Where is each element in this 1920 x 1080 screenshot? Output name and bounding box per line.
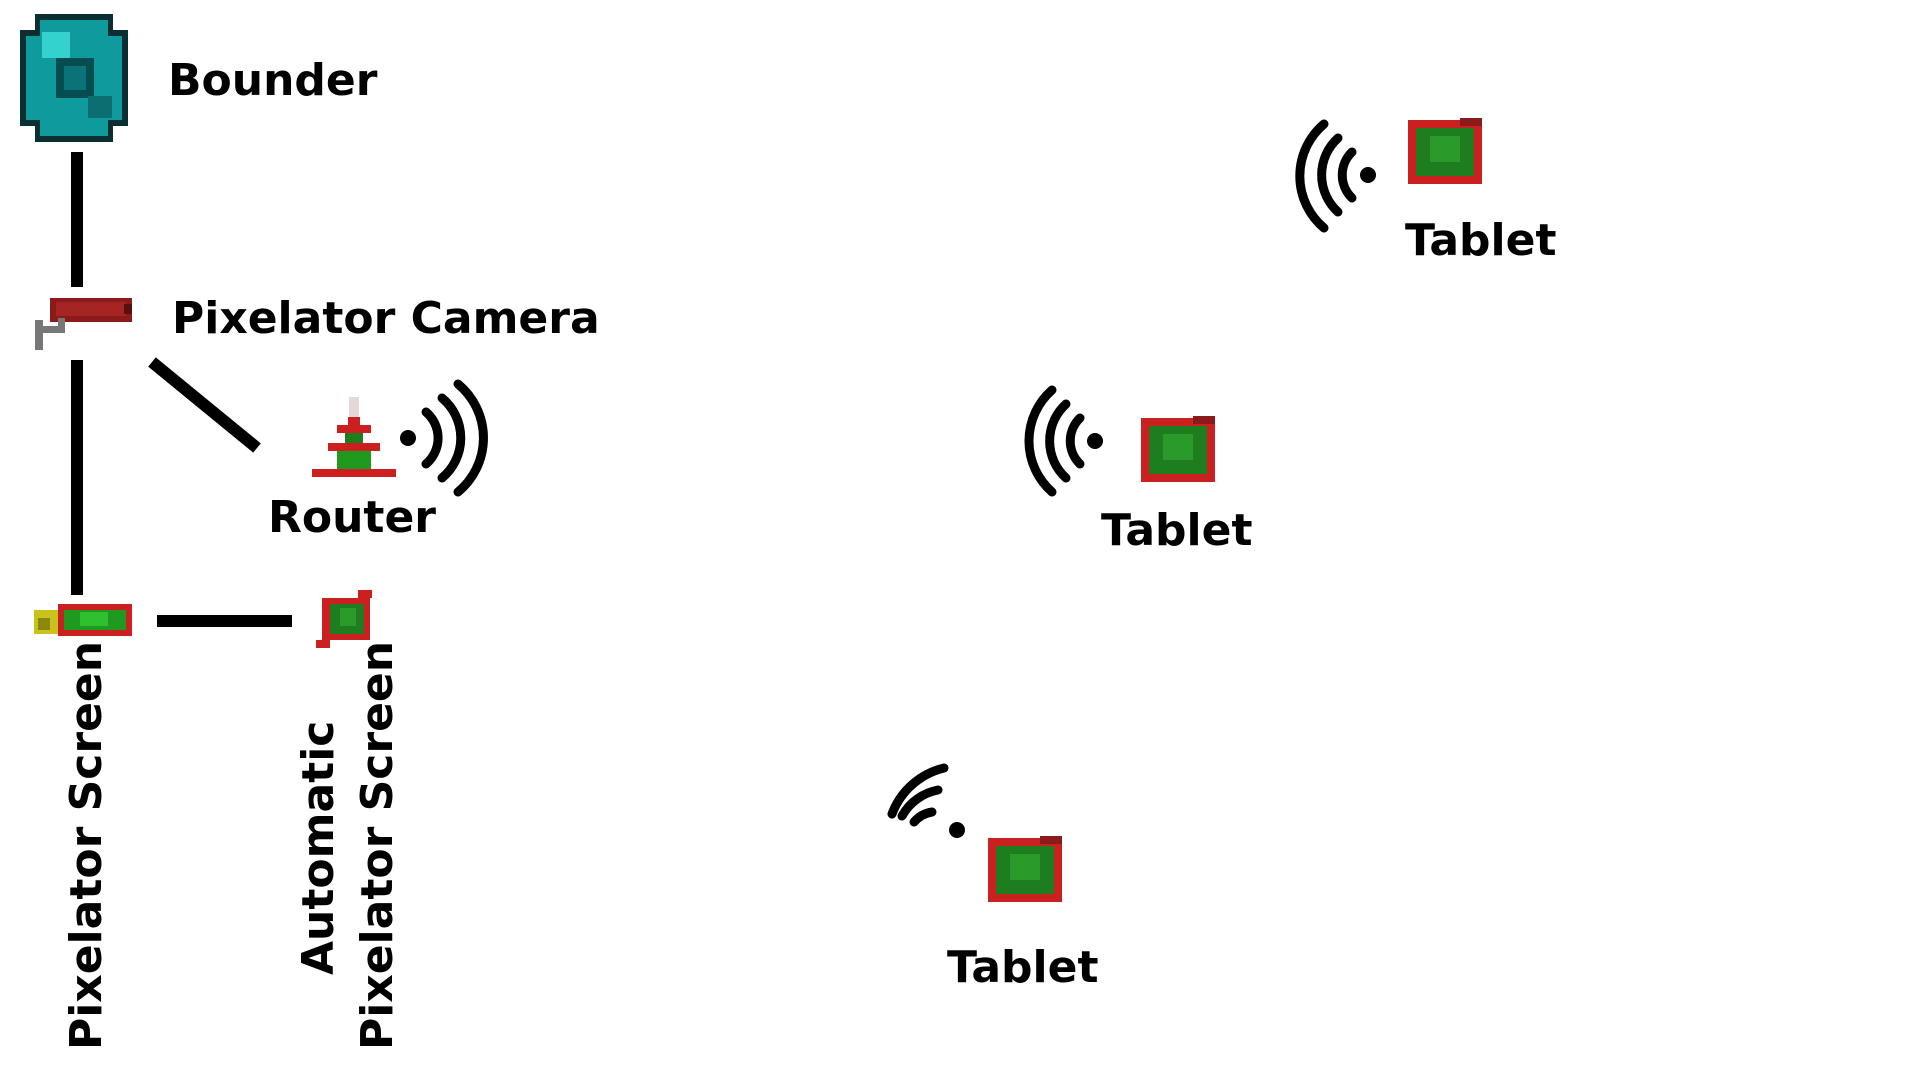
bounder-label: Bounder (168, 55, 378, 106)
screen-node: Pixelator Screen (34, 604, 132, 1050)
ender-pearl-icon (20, 14, 128, 142)
auto-screen-label-line2: Pixelator Screen (352, 641, 403, 1050)
tablet-icon (1408, 118, 1482, 184)
bounder-node: Bounder (20, 14, 378, 142)
camera-node: Pixelator Camera (35, 293, 600, 350)
pixelator-screen-icon (34, 604, 132, 636)
pixelator-camera-icon (35, 298, 132, 350)
auto-screen-label-line1: Automatic (293, 721, 344, 975)
router-beacon-icon (312, 397, 396, 477)
wireless-signal-icon (887, 763, 965, 838)
connections (71, 152, 292, 627)
link-camera-router (148, 357, 261, 453)
tablet-icon (1141, 416, 1215, 482)
tablet-label-2: Tablet (1101, 505, 1253, 556)
tablet-label-1: Tablet (1405, 215, 1557, 266)
wireless-signal-icon (1024, 385, 1103, 497)
tablet-node-3: Tablet (887, 763, 1099, 993)
wireless-signal-icon (400, 379, 488, 497)
tablet-icon (988, 836, 1062, 902)
router-node: Router (268, 379, 488, 543)
wireless-signal-icon (1295, 119, 1376, 233)
tablet-label-3: Tablet (947, 942, 1099, 993)
automatic-screen-icon (316, 590, 372, 648)
auto-screen-node: Automatic Pixelator Screen (293, 590, 403, 1050)
tablet-node-1: Tablet (1295, 118, 1557, 266)
tablet-node-2: Tablet (1024, 385, 1253, 556)
camera-label: Pixelator Camera (172, 293, 600, 344)
screen-label: Pixelator Screen (61, 641, 112, 1050)
router-label: Router (268, 492, 436, 543)
